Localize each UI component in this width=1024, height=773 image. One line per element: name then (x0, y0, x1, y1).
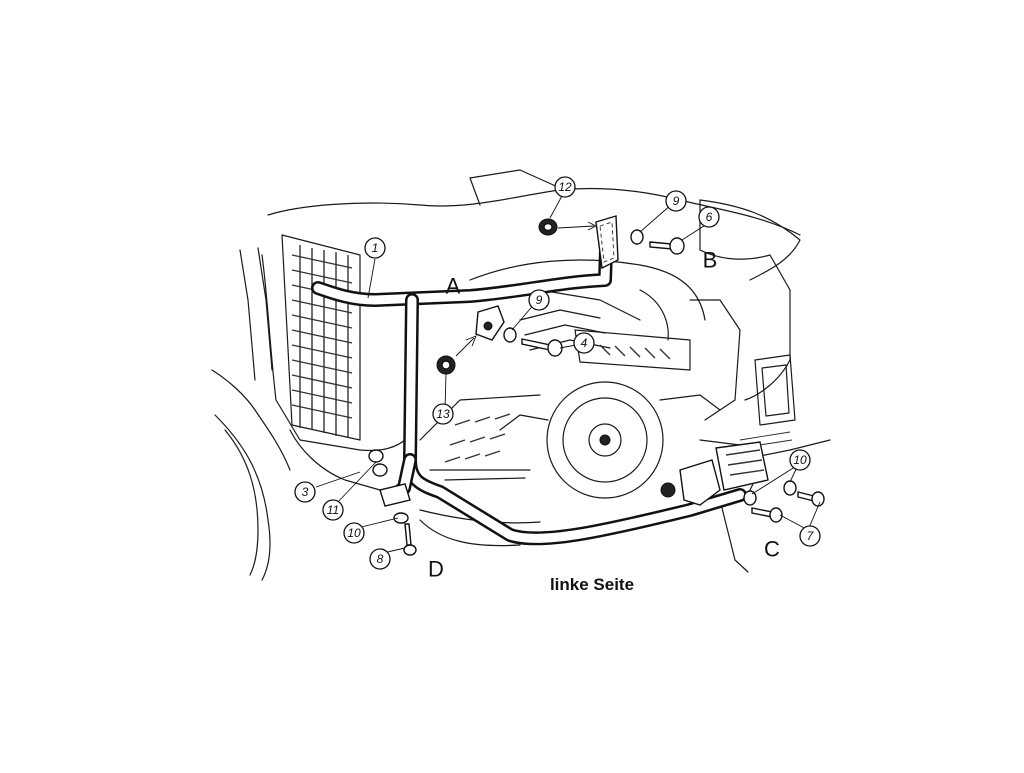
footrest-bracket-c (660, 441, 769, 506)
callout-4: 4 (573, 332, 595, 354)
spacer-12 (538, 218, 558, 236)
spacer-13 (436, 355, 456, 375)
bracket-center (475, 305, 505, 341)
callout-12: 12 (554, 176, 576, 198)
svg-text:9: 9 (536, 293, 543, 307)
tank-top-line (267, 187, 801, 236)
bolt-6 (649, 237, 685, 255)
radiator (281, 234, 361, 441)
bolts-7 (751, 491, 825, 523)
washer-10-right (743, 480, 797, 506)
callout-6: 6 (698, 206, 720, 228)
caption-linke-seite: linke Seite (550, 575, 634, 594)
svg-text:10: 10 (793, 453, 807, 467)
front-wheel-inner (224, 429, 259, 576)
svg-text:6: 6 (706, 210, 713, 224)
bolt-8 (403, 523, 417, 556)
tank-upper-panel (469, 169, 561, 206)
spacer-12-arrow (557, 221, 598, 231)
number-plate-holder (754, 354, 796, 426)
svg-text:9: 9 (673, 194, 680, 208)
svg-text:7: 7 (807, 529, 815, 543)
callout-11: 11 (322, 499, 344, 521)
svg-text:1: 1 (372, 241, 379, 255)
motorcycle-background-sketch (211, 169, 831, 581)
svg-text:11: 11 (327, 503, 339, 517)
svg-text:12: 12 (558, 180, 572, 194)
svg-text:8: 8 (377, 552, 384, 566)
seat-rear-line (699, 199, 801, 281)
mount-bracket-b (595, 215, 619, 270)
svg-text:4: 4 (581, 336, 588, 350)
callout-1: 1 (364, 237, 386, 259)
callout-13: 13 (432, 403, 454, 425)
washer-10-left (372, 463, 409, 524)
front-fender (211, 369, 291, 471)
callout-7: 7 (799, 525, 821, 547)
bolt-4 (521, 338, 563, 357)
washer-9-top (630, 229, 644, 245)
callout-8: 8 (369, 548, 391, 570)
side-fairing-left (261, 254, 406, 452)
skid-plate (419, 394, 541, 481)
lower-fairing-edge (289, 429, 521, 547)
side-panel-right (699, 199, 791, 401)
nut-11 (368, 449, 384, 463)
fork-tube (239, 247, 273, 381)
washer-9-center (503, 327, 517, 343)
front-wheel-outline (214, 414, 271, 581)
assembly-label-d: D (428, 557, 444, 582)
callout-9-center: 9 (528, 289, 550, 311)
svg-text:13: 13 (436, 407, 450, 421)
callout-10-left: 10 (343, 522, 365, 544)
callout-9-top: 9 (665, 190, 687, 212)
svg-text:3: 3 (302, 485, 309, 499)
assembly-label-b: B (703, 248, 718, 273)
spacer-13-arrow (455, 335, 477, 357)
svg-text:10: 10 (347, 526, 361, 540)
assembly-label-a: A (446, 274, 461, 299)
callout-10-right: 10 (789, 449, 811, 471)
callout-3: 3 (294, 481, 316, 503)
mount-bracket-d (379, 483, 411, 507)
skid-plate-slots (444, 413, 511, 463)
assembly-label-c: C (764, 537, 780, 562)
